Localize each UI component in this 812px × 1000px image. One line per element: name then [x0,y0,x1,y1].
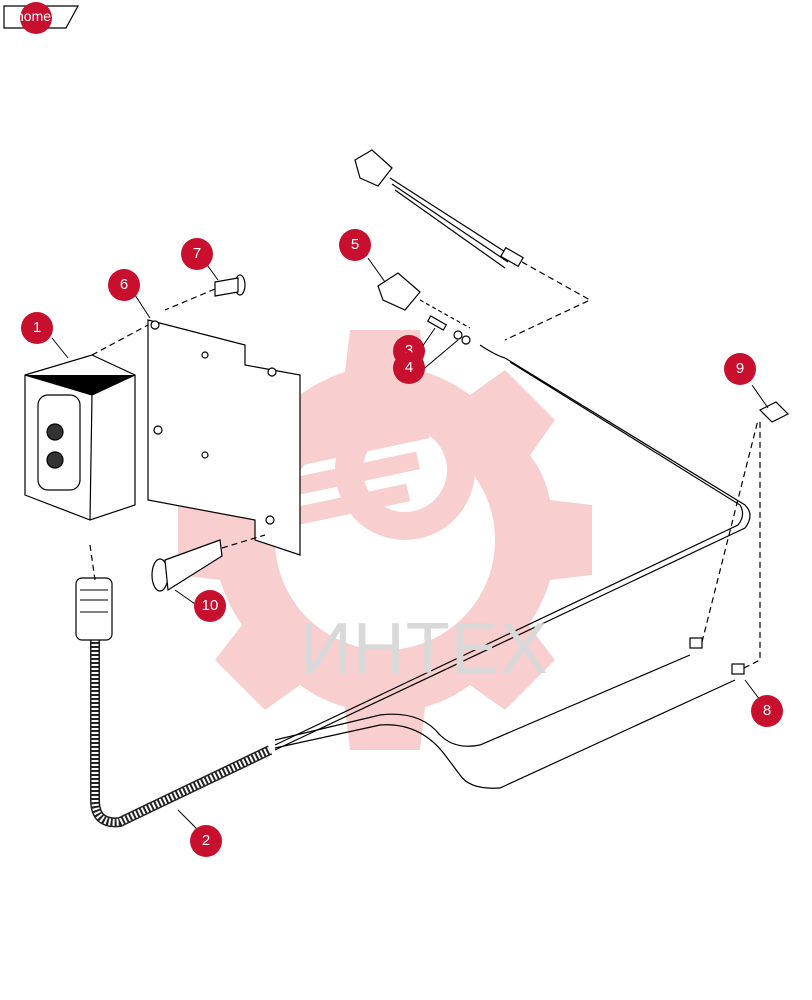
mounting-plate [147,319,301,556]
callout-9[interactable]: 9 [724,353,756,385]
callout-10[interactable]: 10 [194,590,226,622]
callout-7[interactable]: 7 [181,238,213,270]
callout-2[interactable]: 2 [190,825,222,857]
bolt-7 [164,274,246,311]
watermark-text: ИНТЕХ [300,609,549,689]
home-label: home [16,8,52,24]
control-box [24,324,149,581]
callout-8[interactable]: 8 [751,695,783,727]
callout-1[interactable]: 1 [21,312,53,344]
bolt-10 [151,534,266,592]
home-button[interactable]: home [2,2,82,34]
corrugated-conduit [75,577,273,828]
home-badge [20,2,52,34]
wiring-harness [274,149,790,789]
callout-5[interactable]: 5 [339,229,371,261]
callout-4[interactable]: 4 [393,352,425,384]
callout-6[interactable]: 6 [108,269,140,301]
